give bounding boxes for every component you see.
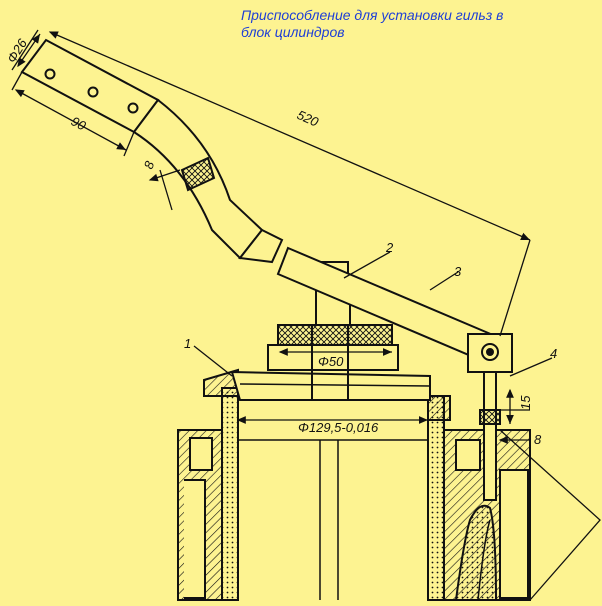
dim-pin-height: 15 [518, 395, 533, 410]
sleeve-right-wall [427, 395, 445, 601]
cylinder-block [177, 368, 531, 601]
lever-leg-4 [483, 371, 497, 501]
dim-block-step: 8 [534, 432, 542, 447]
sleeve-left-wall [221, 387, 239, 601]
caption-line-1: Приспособление для установки гильз в [241, 7, 504, 23]
dim-bend-thickness: 8 [141, 158, 158, 171]
installer-plate [230, 370, 431, 401]
dim-lever-length: 520 [295, 107, 322, 130]
dim-sleeve-diameter: Φ129,5-0,016 [298, 420, 379, 435]
callout-2: 2 [385, 240, 394, 255]
dim-grip-length: 90 [69, 113, 89, 133]
callout-4: 4 [550, 346, 557, 361]
dim-handle-diameter: Φ26 [4, 35, 31, 65]
dimension-lines [11, 29, 601, 601]
callout-3: 3 [454, 264, 462, 279]
callouts: 1 2 3 4 [184, 240, 557, 361]
callout-1: 1 [184, 336, 191, 351]
dim-hub-diameter: Φ50 [318, 354, 344, 369]
lever-grip [20, 38, 160, 134]
